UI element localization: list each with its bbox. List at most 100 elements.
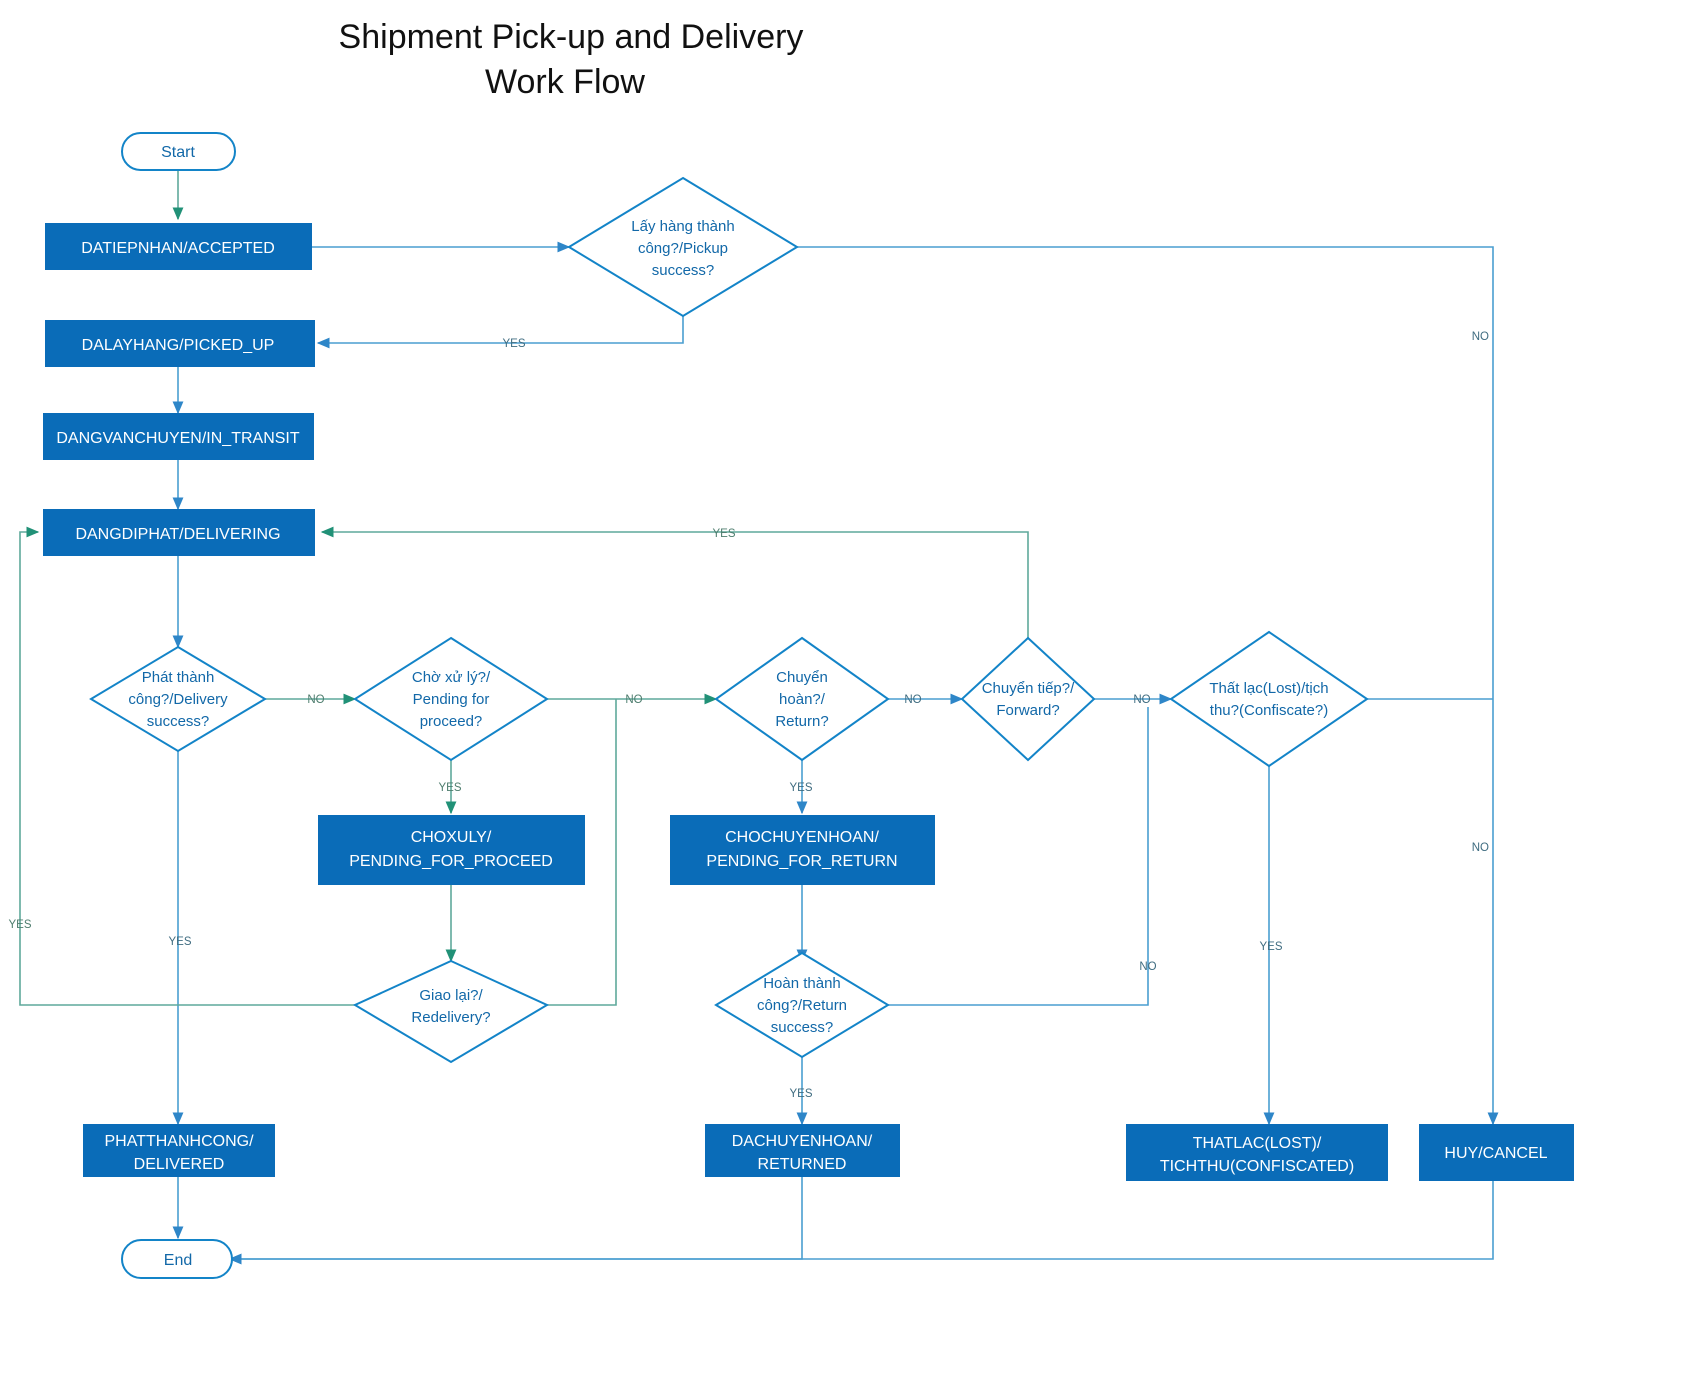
node-lost[interactable]: THATLAC(LOST)/ TICHTHU(CONFISCATED) [1126,1124,1388,1181]
delivery-question-label-2: công?/Delivery [128,691,228,708]
node-pickup-question[interactable]: Lấy hàng thành công?/Pickup success? [567,176,799,318]
node-redelivery-question[interactable]: Giao lại?/ Redelivery? [352,959,550,1064]
cancel-shape [1419,1124,1574,1181]
returnsuccess-question-label-3: success? [771,1019,834,1036]
edge-pickupq-cancel [797,246,1499,1126]
lost-question-shape [1169,630,1369,768]
page-title-line1: Shipment Pick-up and Delivery [339,18,804,56]
node-start[interactable]: Start [121,132,236,171]
lost-question-label-2: thu?(Confiscate?) [1210,702,1328,719]
edge-label-pending-no: NO [625,694,642,706]
pending-question-label-3: proceed? [420,713,483,730]
end-label: End [164,1252,192,1269]
returnsuccess-question-label-2: công?/Return [757,997,847,1014]
chochuyenhoan-label-1: CHOCHUYENHOAN/ [725,829,879,846]
choxuly-label-2: PENDING_FOR_PROCEED [349,853,553,870]
edge-label-pickup-yes: YES [502,338,525,350]
accepted-label: DATIEPNHAN/ACCEPTED [81,240,275,257]
chochuyenhoan-label-2: PENDING_FOR_RETURN [706,853,897,870]
return-question-label-2: hoàn?/ [779,691,826,708]
node-delivered[interactable]: PHATTHANHCONG/ DELIVERED [83,1124,275,1177]
edge-label-layer: YES NO NO YES YES NO YES YES NO YES NO N… [8,331,1489,1100]
edge-label-lost-yes: YES [1259,941,1282,953]
in-transit-shape [43,413,314,460]
end-shape [121,1239,233,1279]
returnsuccess-question-shape [714,951,890,1059]
pending-question-label-1: Chờ xử lý?/ [412,669,491,686]
picked-up-label: DALAYHANG/PICKED_UP [82,337,275,354]
edge-returned-end [228,1177,803,1265]
node-returned[interactable]: DACHUYENHOAN/ RETURNED [705,1124,900,1177]
pickup-question-label-3: success? [652,262,715,279]
forward-question-label-2: Forward? [996,702,1059,719]
forward-question-label-1: Chuyển tiếp?/ [982,680,1075,697]
accepted-shape [45,223,312,270]
edge-returnsuccq-forwardq [888,707,1149,1006]
node-pending-question[interactable]: Chờ xử lý?/ Pending for proceed? [353,636,549,762]
node-delivery-question[interactable]: Phát thành công?/Delivery success? [89,645,267,753]
choxuly-label-1: CHOXULY/ [411,829,492,846]
lost-label-1: THATLAC(LOST)/ [1193,1135,1322,1152]
delivery-question-label-1: Phát thành [142,669,215,686]
edge-label-lost-no: NO [1472,842,1489,854]
edge-cancel-end [228,1180,1494,1265]
node-choxuly[interactable]: CHOXULY/ PENDING_FOR_PROCEED [318,815,585,885]
redelivery-question-shape [352,959,550,1064]
edge-label-forward-no: NO [1133,694,1150,706]
edge-label-return-no: NO [904,694,921,706]
delivered-label-2: DELIVERED [134,1156,225,1173]
pickup-question-label-2: công?/Pickup [638,240,728,257]
start-label: Start [161,144,195,161]
node-delivering[interactable]: DANGDIPHAT/DELIVERING [43,509,315,556]
edge-label-pending-yes: YES [438,782,461,794]
page-title-line2: Work Flow [485,63,645,101]
node-accepted[interactable]: DATIEPNHAN/ACCEPTED [45,223,312,270]
node-cancel[interactable]: HUY/CANCEL [1419,1124,1574,1181]
edge-forwardq-delivering [320,526,1029,647]
node-picked-up[interactable]: DALAYHANG/PICKED_UP [45,320,315,367]
delivered-label-1: PHATTHANHCONG/ [104,1133,254,1150]
picked-up-shape [45,320,315,367]
node-forward-question[interactable]: Chuyển tiếp?/ Forward? [960,636,1096,762]
edge-label-returnsucc-no: NO [1139,961,1156,973]
edge-label-forward-yes: YES [712,528,735,540]
edge-layer [19,170,1499,1265]
lost-label-2: TICHTHU(CONFISCATED) [1160,1158,1354,1175]
start-shape [121,132,236,171]
edge-label-returnsucc-yes: YES [789,1088,812,1100]
delivery-question-shape [89,645,267,753]
lost-question-label-1: Thất lạc(Lost)/tịch [1209,680,1328,697]
returned-label-2: RETURNED [758,1156,847,1173]
edge-label-delivery-no: NO [307,694,324,706]
edge-label-redelivery-yes: YES [8,919,31,931]
pickup-question-shape [567,176,799,318]
returnsuccess-question-label-1: Hoàn thành [763,975,841,992]
edge-label-delivery-yes: YES [168,936,191,948]
node-returnsuccess-question[interactable]: Hoàn thành công?/Return success? [714,951,890,1059]
delivered-shape [83,1124,275,1177]
node-chochuyenhoan[interactable]: CHOCHUYENHOAN/ PENDING_FOR_RETURN [670,815,935,885]
redelivery-question-label-1: Giao lại?/ [419,987,483,1004]
forward-question-shape [960,636,1096,762]
delivering-label: DANGDIPHAT/DELIVERING [75,526,280,543]
edge-redeliveryq-returnq [547,699,617,1006]
return-question-label-3: Return? [775,713,828,730]
node-lost-question[interactable]: Thất lạc(Lost)/tịch thu?(Confiscate?) [1169,630,1369,768]
edge-pickupq-pickedup [316,315,684,349]
cancel-label: HUY/CANCEL [1444,1145,1547,1162]
node-return-question[interactable]: Chuyển hoàn?/ Return? [714,636,890,762]
delivery-question-label-3: success? [147,713,210,730]
choxuly-shape [318,815,585,885]
pending-question-shape [353,636,549,762]
edge-redeliveryq-delivering [19,526,355,1006]
node-in-transit[interactable]: DANGVANCHUYEN/IN_TRANSIT [43,413,314,460]
returned-shape [705,1124,900,1177]
redelivery-question-label-2: Redelivery? [411,1009,490,1026]
delivering-shape [43,509,315,556]
node-end[interactable]: End [121,1239,233,1279]
chochuyenhoan-shape [670,815,935,885]
returned-label-1: DACHUYENHOAN/ [732,1133,873,1150]
in-transit-label: DANGVANCHUYEN/IN_TRANSIT [56,430,300,447]
